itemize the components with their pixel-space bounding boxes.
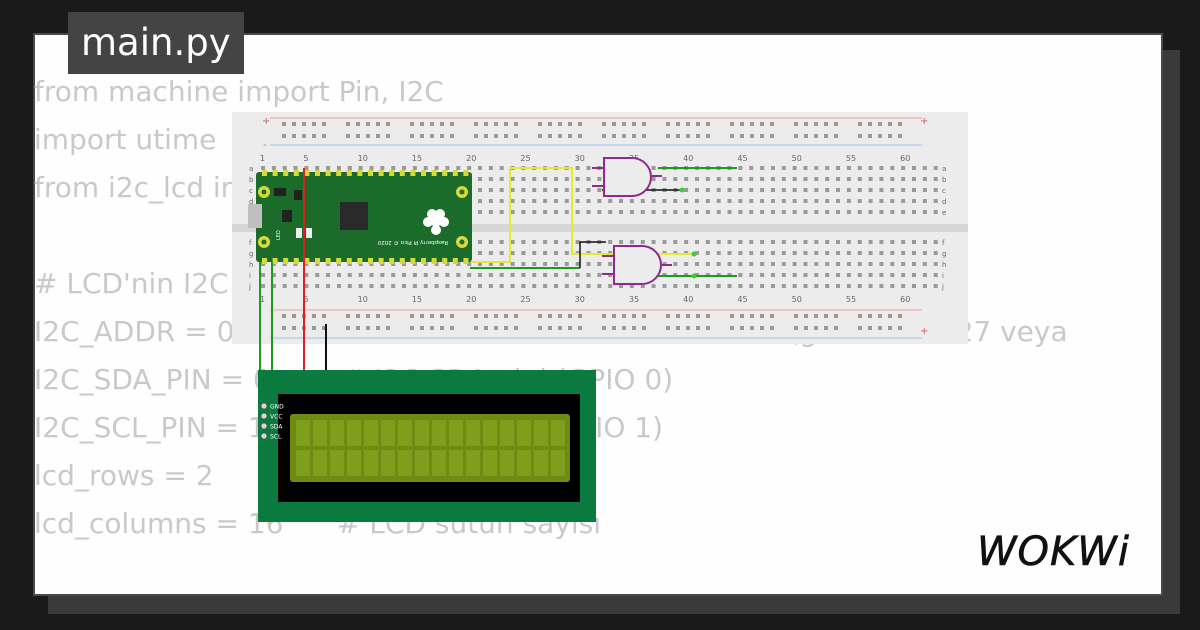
rail-plus-right: +: [920, 116, 928, 127]
column-number: 50: [792, 295, 802, 304]
lcd-pin-label: VCC: [270, 414, 282, 421]
row-letter: g: [942, 250, 946, 258]
and-gate-2: [602, 245, 672, 285]
raspberry-pi-pico: Raspberry Pi Pico © 2020 LED: [248, 170, 472, 264]
code-line: from machine import Pin, I2C: [34, 75, 444, 108]
pico-board-text: Raspberry Pi Pico © 2020: [377, 239, 448, 246]
lcd-1602-module: GND VCC SDA SCL: [258, 370, 596, 522]
column-number: 60: [900, 295, 910, 304]
row-letter: f: [249, 239, 252, 247]
rail-plus-bottom: +: [920, 326, 928, 337]
column-number: 5: [303, 295, 308, 304]
row-letter: c: [249, 187, 253, 195]
row-letter: b: [942, 176, 947, 184]
led-label: LED: [276, 230, 282, 240]
column-number: 55: [846, 154, 856, 163]
row-letter: c: [942, 187, 946, 195]
column-number: 15: [412, 295, 422, 304]
row-letter: d: [942, 198, 946, 206]
circuit-simulation: + + - + 11551010151520202525303035354040…: [232, 112, 968, 522]
column-number: 5: [303, 154, 308, 163]
lcd-pin-label: GND: [270, 404, 284, 411]
column-number: 45: [737, 295, 747, 304]
row-letter: f: [942, 239, 945, 247]
wokwi-logo-text: WOKWi: [977, 529, 1130, 575]
column-number: 25: [520, 295, 530, 304]
column-number: 30: [575, 295, 585, 304]
column-number: 45: [737, 154, 747, 163]
column-number: 1: [260, 295, 265, 304]
lcd-pin-label: SCL: [270, 434, 282, 441]
column-number: 40: [683, 295, 693, 304]
column-number: 10: [358, 295, 368, 304]
row-letter: j: [941, 283, 944, 291]
column-number: 50: [792, 154, 802, 163]
row-letter: e: [942, 209, 946, 217]
column-number: 30: [575, 154, 585, 163]
column-number: 55: [846, 295, 856, 304]
code-line: import utime: [34, 123, 217, 156]
and-gate-1: [592, 157, 662, 197]
column-number: 20: [466, 154, 476, 163]
row-letter: a: [942, 165, 946, 173]
row-letter: d: [249, 198, 253, 206]
rail-minus-top: -: [263, 140, 267, 151]
wire-yellow: [509, 167, 694, 262]
row-letter: h: [942, 261, 946, 269]
column-number: 35: [629, 295, 639, 304]
raspberry-logo: [423, 209, 449, 235]
column-number: 15: [412, 154, 422, 163]
column-number: 10: [358, 154, 368, 163]
row-letter: g: [249, 250, 253, 258]
file-tab[interactable]: main.py: [68, 12, 244, 74]
lcd-pin-label: SDA: [270, 424, 283, 431]
wokwi-logo: WOKWi: [977, 529, 1130, 576]
column-number: 20: [466, 295, 476, 304]
row-letter: i: [249, 272, 251, 280]
row-letter: a: [249, 165, 253, 173]
column-number: 25: [520, 154, 530, 163]
column-number: 40: [683, 154, 693, 163]
row-letters: aabbccddeeffgghhiijj: [248, 165, 947, 291]
row-letter: b: [249, 176, 254, 184]
rail-plus-top: +: [262, 116, 270, 127]
column-number: 1: [260, 154, 265, 163]
row-letter: j: [248, 283, 251, 291]
column-number: 60: [900, 154, 910, 163]
wire-black-2: [579, 241, 606, 268]
row-letter: h: [249, 261, 253, 269]
row-letter: i: [942, 272, 944, 280]
